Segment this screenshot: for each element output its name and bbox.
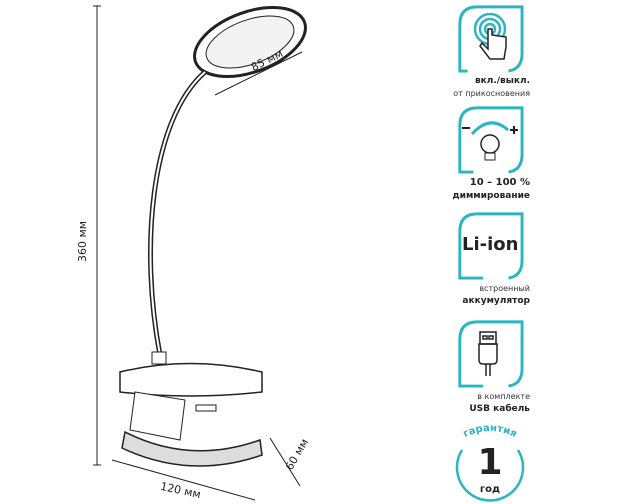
head-dimension-line [214, 51, 303, 96]
warranty-unit: год [479, 484, 501, 495]
lamp-neck [148, 70, 207, 356]
touch-icon [473, 13, 507, 60]
feature-subtitle: USB кабель [469, 404, 530, 414]
height-label: 360 мм [76, 220, 90, 263]
feature-title: вкл./выкл. [474, 76, 530, 86]
svg-text:гарантия: гарантия [462, 424, 519, 440]
lamp-drawing [93, 5, 307, 501]
clip-base [121, 430, 263, 467]
warranty-arc-text: гарантия [462, 424, 519, 440]
usb-cable-icon [478, 331, 498, 376]
dimming-icon [462, 121, 518, 161]
feature-title: в комплекте [477, 392, 530, 401]
feature-dimming: 10 – 100 % диммирование [440, 104, 530, 202]
feature-title: 10 – 100 % [469, 177, 530, 188]
lamp-head [193, 6, 307, 78]
depth-dimension-line [269, 437, 301, 487]
warranty-number: 1 [477, 442, 503, 483]
clip-top [119, 362, 263, 397]
feature-touch: вкл./выкл. от прикосновения [440, 3, 530, 99]
warranty-badge: гарантия 1 год [452, 424, 528, 504]
feature-subtitle: от прикосновения [453, 89, 530, 98]
feature-subtitle: диммирование [452, 191, 530, 201]
feature-title: встроенный [479, 284, 530, 293]
width-dimension-line [111, 459, 256, 501]
feature-battery: Li-ion встроенный аккумулятор [440, 210, 530, 308]
battery-icon: Li-ion [462, 234, 519, 255]
feature-usb: в комплекте USB кабель [440, 318, 530, 416]
feature-subtitle: аккумулятор [462, 296, 530, 306]
